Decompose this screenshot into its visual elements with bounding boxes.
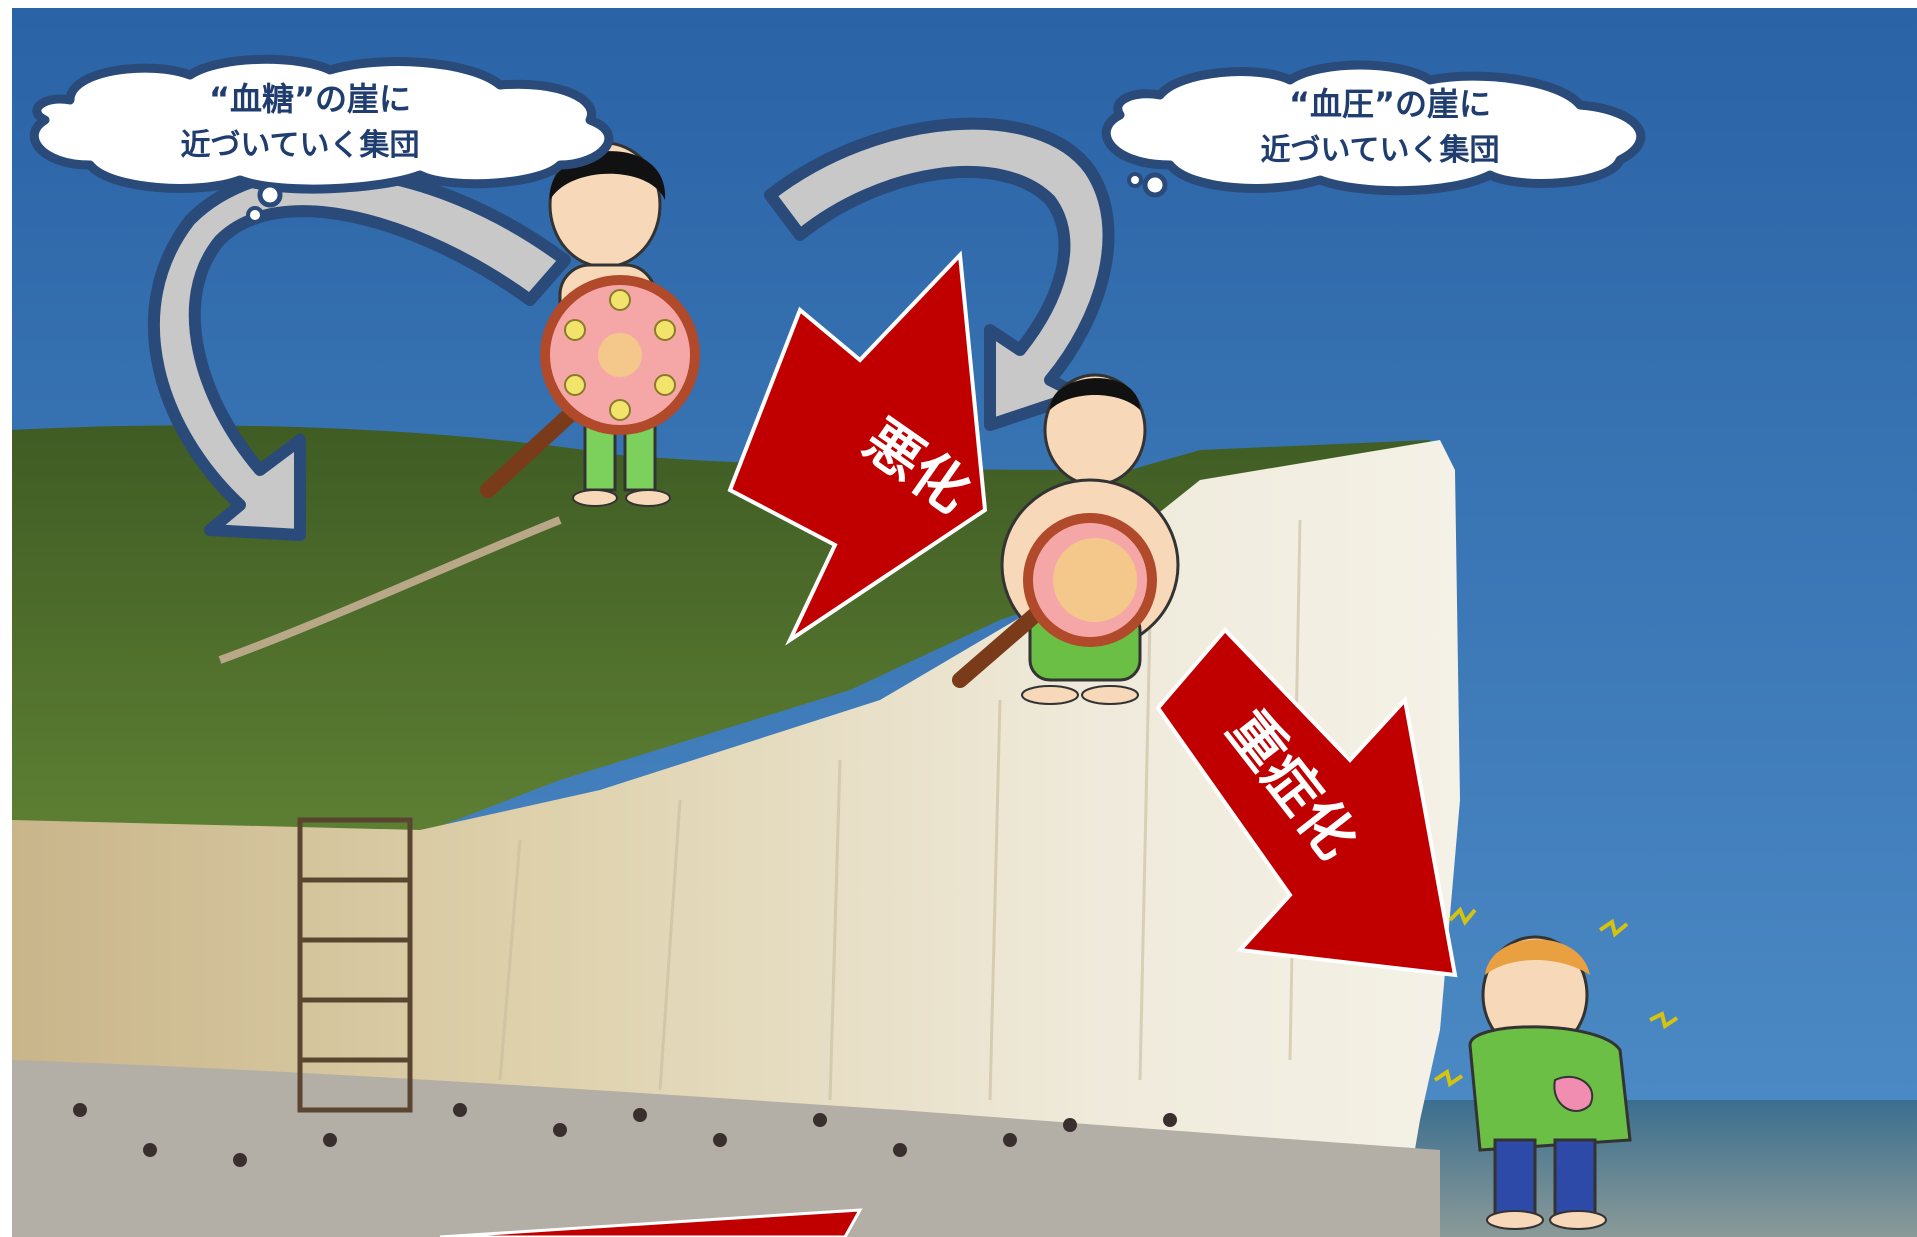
bottom-red-arrow-edge [439, 1208, 863, 1237]
heavy-person-figure [952, 373, 1180, 705]
thought-bubble-left-line2: 近づいていく集団 [180, 128, 419, 163]
slim-person-figure [480, 141, 700, 507]
beach-people [73, 1103, 1177, 1167]
severe-arrow [1155, 627, 1458, 978]
thought-bubble-right: “血圧”の崖に 近づいていく集団 [1101, 60, 1646, 198]
worsen-arrow [727, 250, 988, 646]
thought-bubble-right-line2: 近づいていく集団 [1260, 133, 1499, 168]
thought-bubble-right-line1: “血圧”の崖に [1289, 85, 1491, 123]
sea [1380, 1100, 1917, 1237]
thought-bubble-left: “血糖”の崖に 近づいていく集団 [29, 54, 614, 224]
thought-bubble-left-line1: “血糖”の崖に [209, 80, 411, 118]
distressed-person-figure [1433, 906, 1679, 1230]
cliff-texture [498, 519, 1302, 1101]
pebble-beach [12, 1060, 1440, 1237]
hill-footpath [218, 516, 562, 664]
beach-staircase [297, 817, 413, 1113]
